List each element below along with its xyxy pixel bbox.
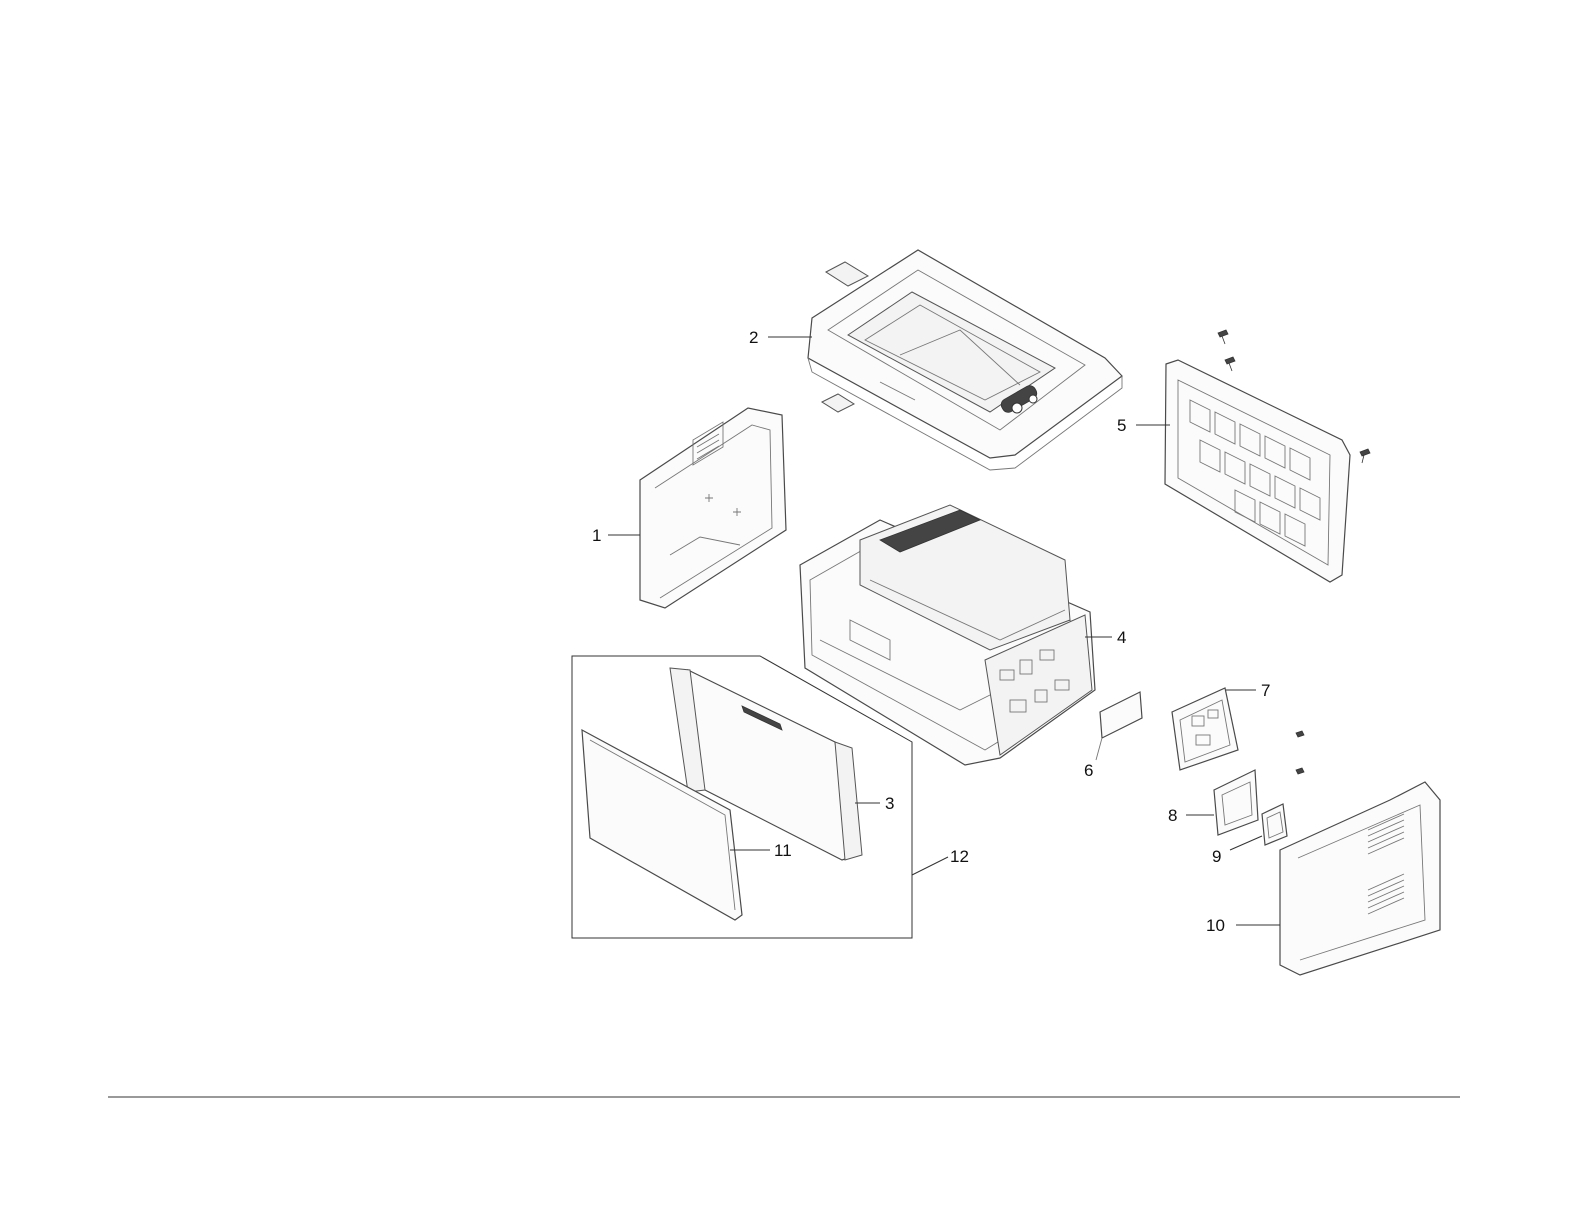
right-side-cover	[1280, 782, 1440, 975]
callout-2: 2	[749, 328, 758, 347]
callout-5: 5	[1117, 416, 1126, 435]
callout-3: 3	[885, 794, 894, 813]
callout-12: 12	[950, 847, 969, 866]
callout-7: 7	[1261, 681, 1270, 700]
callout-11: 11	[774, 841, 792, 860]
callout-4: 4	[1117, 628, 1126, 647]
callout-6: 6	[1084, 761, 1093, 780]
board-bracket	[1214, 770, 1258, 835]
callout-10: 10	[1206, 916, 1225, 935]
main-frame	[800, 505, 1095, 765]
callout-8: 8	[1168, 806, 1177, 825]
small-plate	[1096, 692, 1142, 760]
small-card	[1262, 804, 1287, 845]
top-cover	[808, 250, 1122, 470]
rear-cover	[1165, 330, 1370, 582]
controller-board	[1172, 688, 1304, 774]
callout-9: 9	[1212, 847, 1221, 866]
callout-1: 1	[592, 526, 601, 545]
left-side-cover	[640, 408, 786, 608]
